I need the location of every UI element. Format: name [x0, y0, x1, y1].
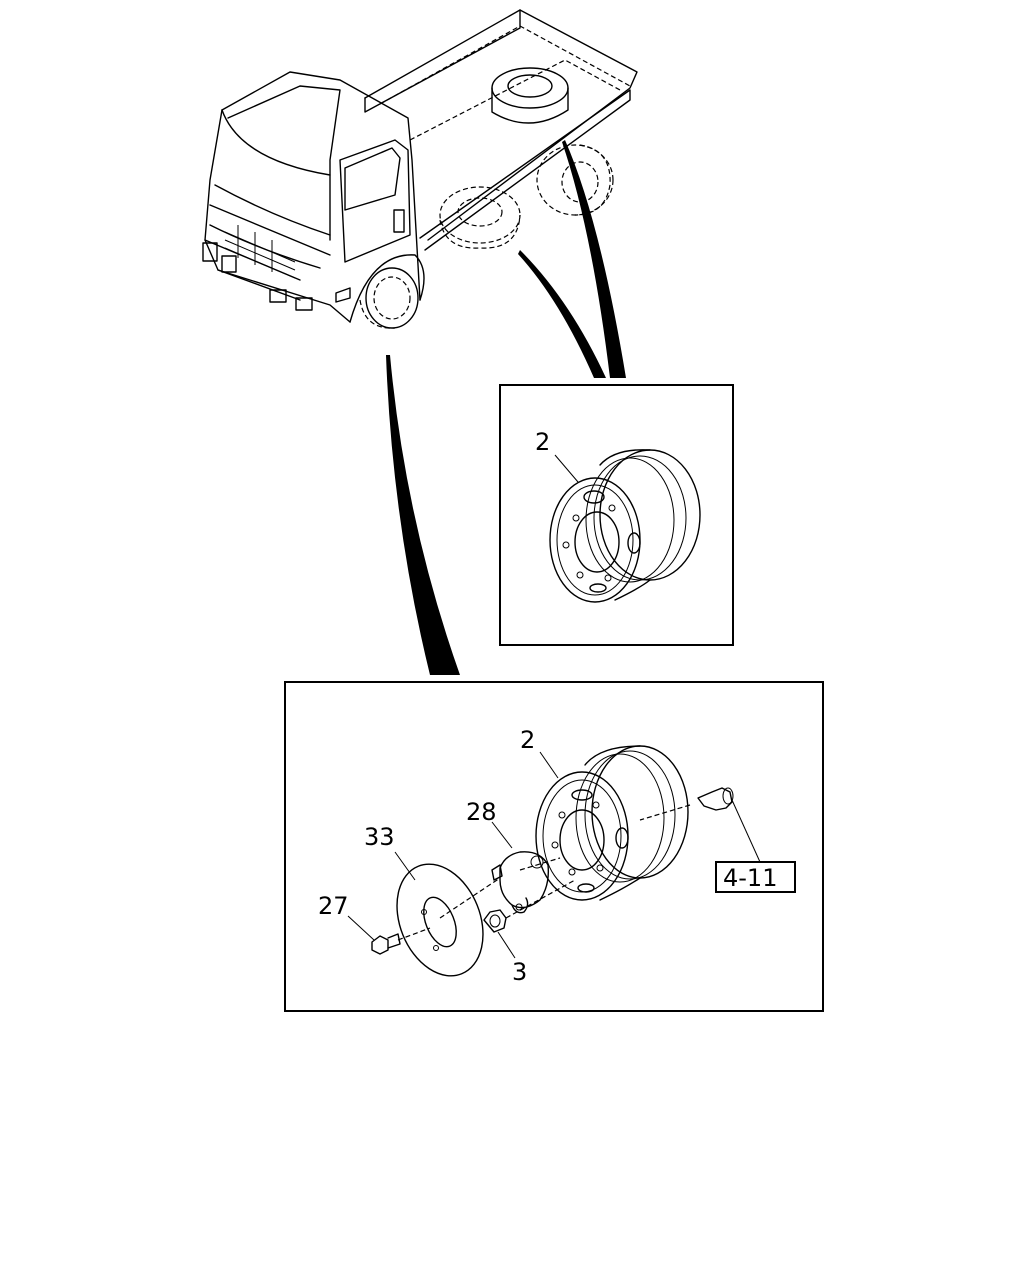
- reference-box: [715, 861, 796, 893]
- callout-nut: 3: [512, 958, 527, 986]
- front-wheel-box: [284, 681, 824, 1012]
- leader-front-wheel: [539, 751, 559, 779]
- leader-disc-cover: [394, 851, 416, 881]
- callout-front-wheel: 2: [520, 726, 535, 754]
- disc-cover-drawing: [396, 863, 501, 977]
- pointer-front-wheel: [386, 355, 460, 675]
- leader-reference: [731, 799, 761, 863]
- pointer-rear-wheel-b: [562, 140, 626, 378]
- leader-bolt: [347, 915, 375, 941]
- leader-hub-cap: [491, 821, 513, 849]
- callout-hub-cap: 28: [466, 798, 497, 826]
- leader-rear-wheel: [554, 454, 579, 483]
- rear-wheel-drawing: [549, 449, 701, 603]
- hub-bolt-drawing: [639, 787, 734, 821]
- reference-label: 4-11: [723, 864, 777, 892]
- front-wheel-drawing: [535, 745, 689, 901]
- rear-wheel-box: [499, 384, 734, 646]
- bolt-drawing: [371, 927, 431, 955]
- truck-illustration: [202, 9, 638, 329]
- hub-cap-drawing: [491, 851, 561, 914]
- leader-nut: [497, 931, 516, 959]
- nut-drawing: [483, 879, 576, 933]
- pointer-rear-wheel-a: [518, 250, 606, 378]
- callout-rear-wheel: 2: [535, 428, 550, 456]
- callout-bolt: 27: [318, 892, 349, 920]
- callout-disc-cover: 33: [364, 823, 395, 851]
